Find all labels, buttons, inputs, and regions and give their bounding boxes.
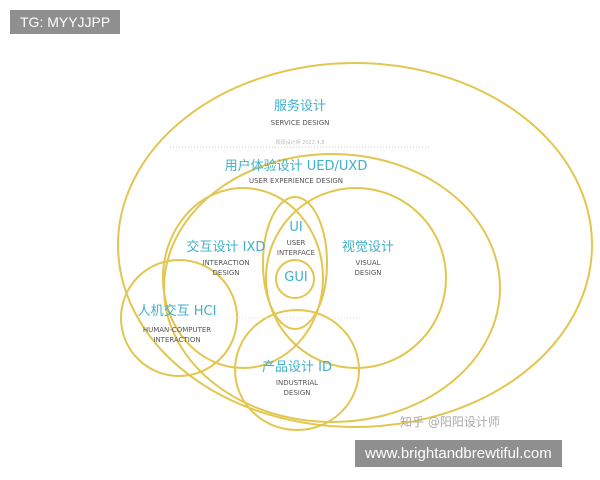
diagram-watermark: 阳阳设计师 2022.4.8: [275, 140, 325, 146]
ui-subtitle-2: INTERFACE: [276, 249, 316, 257]
ixd-label: 交互设计 IXD INTERACTION DESIGN: [187, 236, 266, 278]
gui-circle: [275, 259, 315, 299]
id-circle: [234, 309, 360, 431]
service-design-circle: [117, 62, 593, 428]
id-label: 产品设计 ID INDUSTRIAL DESIGN: [262, 356, 332, 398]
service-design-title: 服务设计: [273, 99, 326, 114]
visual-subtitle: VISUAL: [355, 259, 381, 267]
service-design-subtitle: SERVICE DESIGN: [270, 119, 330, 127]
tag-label: TG: MYYJJPP: [10, 10, 121, 34]
ixd-subtitle: INTERACTION: [202, 259, 250, 267]
visual-circle: [265, 187, 447, 369]
ixd-circle: [162, 187, 324, 369]
hci-title: 人机交互 HCI: [137, 304, 217, 319]
ued-label: 用户体验设计 UED/UXD USER EXPERIENCE DESIGN: [225, 155, 368, 186]
ued-subtitle: USER EXPERIENCE DESIGN: [248, 177, 344, 185]
ixd-title: 交互设计 IXD: [186, 240, 266, 255]
zhihu-watermark: 知乎 @阳阳设计师: [400, 415, 500, 429]
ui-circle: [262, 196, 328, 330]
ui-label: UI USER INTERFACE: [277, 220, 315, 258]
visual-subtitle-2: DESIGN: [354, 269, 382, 277]
hci-label: 人机交互 HCI HUMAN-COMPUTER INTERACTION: [138, 300, 217, 345]
id-subtitle-2: DESIGN: [283, 389, 311, 397]
visual-title: 视觉设计: [341, 240, 395, 255]
ui-subtitle: USER: [286, 239, 306, 247]
ued-title: 用户体验设计 UED/UXD: [224, 159, 368, 174]
id-subtitle: INDUSTRIAL: [275, 379, 319, 387]
website-label: www.brightandbrewtiful.com: [355, 440, 562, 467]
visual-label: 视觉设计 VISUAL DESIGN: [342, 236, 394, 278]
service-design-label: 服务设计 SERVICE DESIGN: [271, 95, 330, 128]
hci-subtitle: HUMAN-COMPUTER: [142, 326, 212, 334]
ixd-subtitle-2: DESIGN: [212, 269, 240, 277]
ui-title: UI: [289, 220, 303, 235]
hci-subtitle-2: INTERACTION: [153, 336, 201, 344]
id-title: 产品设计 ID: [262, 360, 332, 375]
gui-title: GUI: [284, 270, 308, 285]
